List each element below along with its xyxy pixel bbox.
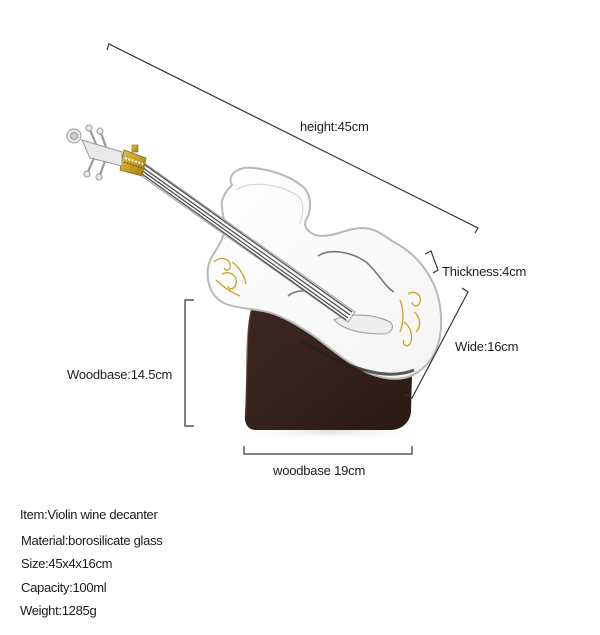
woodbase-width-bracket xyxy=(243,446,413,455)
violin-scroll xyxy=(66,124,123,181)
violin-body xyxy=(206,166,443,380)
thickness-bracket xyxy=(424,250,439,274)
gold-filigree-right xyxy=(399,291,421,347)
spec-capacity: Capacity:100ml xyxy=(21,580,107,595)
dimension-lines xyxy=(106,43,479,455)
violin-neck xyxy=(132,159,356,323)
violin-decanter-illustration xyxy=(66,43,479,455)
gold-filigree-left xyxy=(213,257,247,297)
spec-material: Material:borosilicate glass xyxy=(21,533,163,548)
wide-dimension-line xyxy=(404,287,469,399)
woodbase-height-label: Woodbase:14.5cm xyxy=(67,367,173,382)
spec-size: Size:45x4x16cm xyxy=(21,556,113,571)
height-label: height:45cm xyxy=(300,119,369,134)
woodbase-width-label: woodbase 19cm xyxy=(273,463,366,478)
wood-base xyxy=(244,303,412,430)
woodbase-height-bracket xyxy=(184,299,194,427)
wide-label: Wide:16cm xyxy=(455,339,519,354)
wood-base-edge xyxy=(245,307,253,419)
spec-weight: Weight:1285g xyxy=(20,603,97,618)
height-dimension-line xyxy=(106,43,479,234)
thickness-label: Thickness:4cm xyxy=(442,264,527,279)
gold-collar xyxy=(119,144,147,177)
spec-item: Item:Violin wine decanter xyxy=(20,507,158,522)
